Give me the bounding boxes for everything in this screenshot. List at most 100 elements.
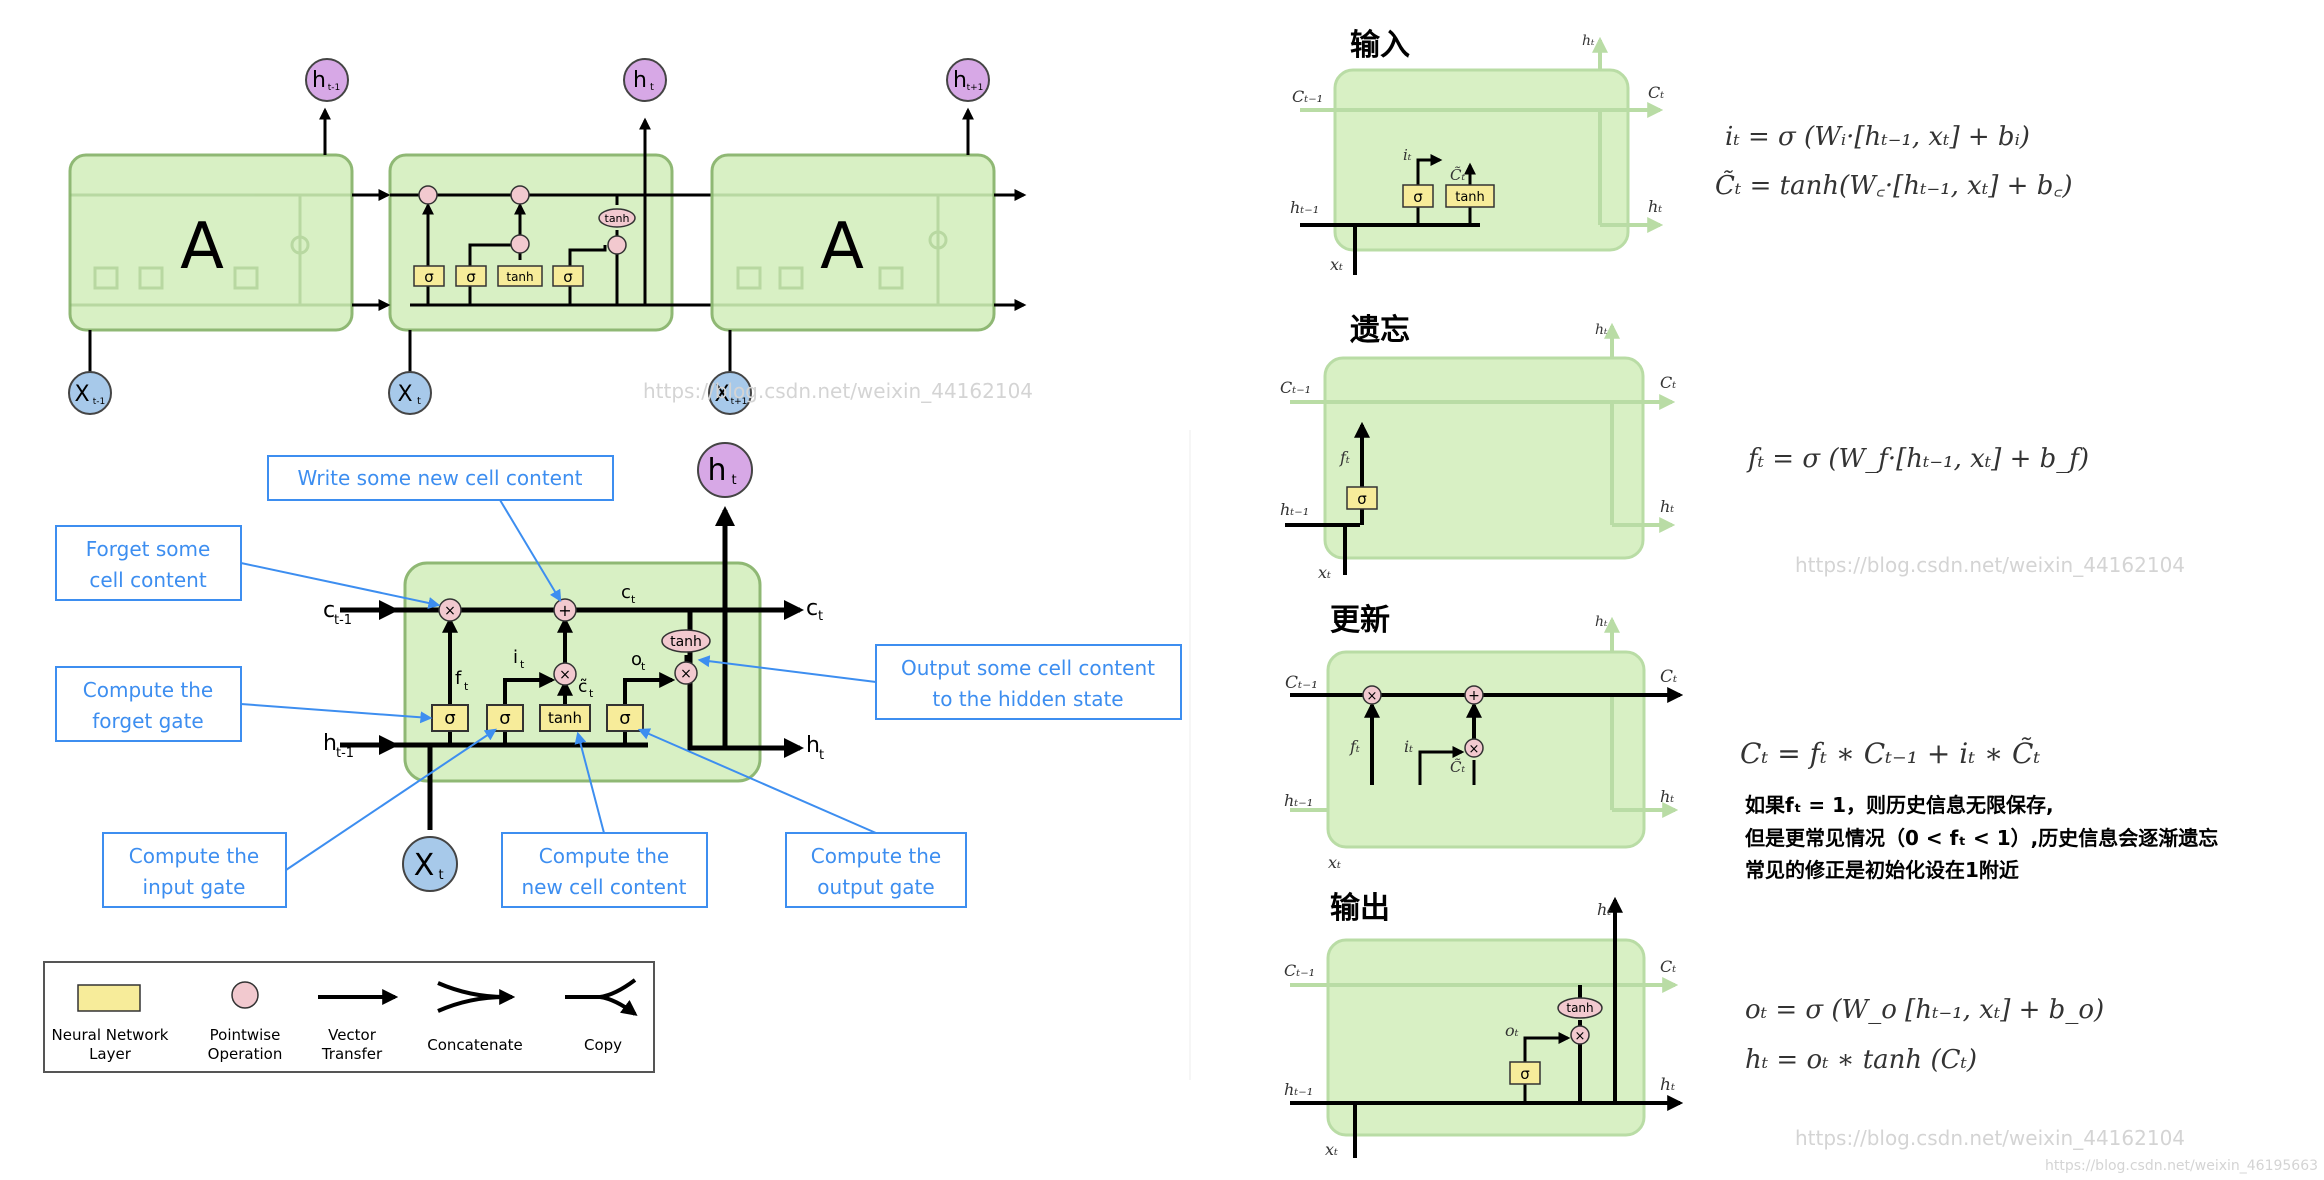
callout-write-text: Write some new cell content — [298, 466, 583, 490]
detail-op-output-mult — [674, 661, 698, 685]
label-c-mid-sub: t — [631, 593, 636, 606]
p4-ht-top: hₜ — [1597, 900, 1611, 919]
gate-tanh — [497, 265, 543, 287]
lstm-block-current: σ σ tanh σ tanh — [388, 117, 728, 332]
h-prev-sub: t-1 — [328, 83, 341, 93]
label-o-sub: t — [641, 660, 646, 673]
h-next-node: h t+1 — [946, 58, 990, 102]
p4-ct-faded: Cₜ — [1660, 957, 1676, 976]
detail-op-input-mult — [553, 662, 577, 686]
p4-hprev: hₜ₋₁ — [1284, 1080, 1313, 1099]
detail-forget-gate — [431, 704, 469, 732]
label-h-out-sub: t — [819, 748, 824, 763]
label-i-sub: t — [520, 658, 525, 671]
h-cur-node: h t — [623, 58, 667, 102]
p1-ct-tilde: C̃ₜ — [1450, 166, 1465, 184]
p2-xt: xₜ — [1318, 563, 1331, 582]
p3-imult-sym: × — [1469, 742, 1480, 757]
callout-output-gate: Compute the output gate — [637, 728, 967, 908]
callout-forget-content-l2: cell content — [89, 568, 207, 592]
p3-plus-op — [1464, 685, 1484, 705]
detail-input-gate — [486, 704, 524, 732]
detail-x-label: X — [414, 848, 435, 883]
p1-sigma-gate — [1402, 184, 1434, 208]
callout-new-content-l1: Compute the — [539, 844, 669, 868]
legend-concat-arrow — [437, 981, 512, 1013]
p2-ht-faded: hₜ — [1595, 322, 1608, 338]
detail-tanh-gate — [539, 704, 591, 732]
p4-ht: hₜ — [1660, 1075, 1676, 1095]
legend-vector-label-2: Transfer — [321, 1045, 383, 1063]
legend-nn-label-2: Layer — [89, 1045, 132, 1063]
h-next-label: h — [953, 68, 967, 93]
detail-op-forget-mult-sym: × — [444, 603, 456, 619]
label-h-prev: h — [323, 731, 337, 756]
detail-lstm-cell: σ σ tanh σ × + × tanh × c t-1 c t c t h … — [323, 442, 824, 892]
p3-note3: 常见的修正是初始化设在1附近 — [1745, 858, 2019, 882]
watermark-top: https://blog.csdn.net/weixin_44162104 — [643, 379, 1033, 403]
x-next-sub: t+1 — [731, 397, 748, 407]
panel-output-title: 输出 — [1330, 891, 1390, 926]
detail-op-input-mult-sym: × — [559, 667, 571, 683]
x-prev-label: X — [74, 382, 89, 407]
h-next-sub: t+1 — [967, 83, 984, 93]
label-c-out-sub: t — [818, 609, 823, 624]
callout-output-content-l1: Output some cell content — [901, 656, 1155, 680]
top-lstm-chain: A σ σ tanh σ tanh — [68, 58, 1033, 415]
callout-input-gate-l2: input gate — [143, 875, 246, 899]
callout-forget-content: Forget some cell content — [55, 525, 441, 609]
detail-op-tanh — [661, 629, 711, 653]
panel-update-title: 更新 — [1330, 603, 1390, 638]
p4-tanh-label: tanh — [1566, 1001, 1593, 1015]
p3-hprev-faded: hₜ₋₁ — [1284, 791, 1313, 810]
h-cur-label: h — [633, 68, 647, 93]
legend-pointwise-swatch — [231, 981, 259, 1009]
p4-cprev-faded: Cₜ₋₁ — [1284, 961, 1315, 980]
detail-output-gate — [606, 704, 644, 732]
p4-tanh-op — [1557, 997, 1603, 1019]
p1-tanh-gate — [1445, 184, 1495, 208]
gate-tanh-label: tanh — [506, 270, 533, 284]
p1-ht2-faded: hₜ — [1648, 197, 1662, 216]
legend-copy-arrow — [565, 978, 635, 1014]
x-cur-sub: t — [417, 396, 421, 407]
p3-ct-tilde: C̃ₜ — [1450, 758, 1465, 776]
p3-it: iₜ — [1404, 737, 1413, 756]
panel-forget: 遗忘 hₜ Cₜ₋₁ Cₜ hₜ σ hₜ₋₁ xₜ fₜ fₜ = σ (W_… — [1280, 313, 2185, 582]
p1-sigma-label: σ — [1413, 188, 1423, 206]
p1-cprev-faded: Cₜ₋₁ — [1292, 87, 1323, 106]
label-i: i — [513, 647, 518, 668]
p4-ot: oₜ — [1505, 1021, 1519, 1040]
detail-input-gate-label: σ — [499, 708, 510, 729]
p1-eq1: iₜ = σ (Wᵢ·[hₜ₋₁, xₜ] + bᵢ) — [1725, 122, 2030, 152]
label-h-prev-sub: t-1 — [336, 746, 354, 761]
detail-h-label: h — [707, 453, 726, 488]
gate-sigma-1 — [413, 265, 445, 287]
label-c-prev-sub: t-1 — [334, 613, 352, 628]
p1-ht-faded: hₜ — [1582, 33, 1595, 49]
x-prev-node: X t-1 — [68, 371, 112, 415]
p3-eq1: Cₜ = fₜ ∗ Cₜ₋₁ + iₜ ∗ C̃ₜ — [1740, 737, 2040, 770]
gate-sigma-3-label: σ — [563, 268, 573, 286]
op-tanh-out — [598, 208, 636, 228]
label-c-prev: c — [323, 598, 335, 623]
p3-ht2-faded: hₜ — [1660, 787, 1674, 806]
op-mult-output — [607, 235, 627, 255]
detail-h-node: h t — [697, 442, 753, 498]
gate-sigma-2 — [455, 265, 487, 287]
x-next-node: X t+1 — [708, 371, 752, 415]
p3-ht-faded: hₜ — [1595, 614, 1608, 630]
p3-mult-op — [1362, 685, 1382, 705]
p1-ct-faded: Cₜ — [1648, 83, 1664, 102]
detail-output-gate-label: σ — [619, 708, 630, 729]
callout-input-gate-l1: Compute the — [129, 844, 259, 868]
h-cur-sub: t — [650, 82, 654, 93]
p2-watermark: https://blog.csdn.net/weixin_44162104 — [1795, 553, 2185, 577]
detail-op-output-mult-sym: × — [680, 666, 692, 682]
callout-forget-gate: Compute the forget gate — [55, 666, 433, 742]
x-next-label: X — [714, 382, 729, 407]
callout-output-content-l2: to the hidden state — [932, 687, 1123, 711]
p1-it: iₜ — [1403, 146, 1412, 164]
x-prev-sub: t-1 — [93, 397, 106, 407]
